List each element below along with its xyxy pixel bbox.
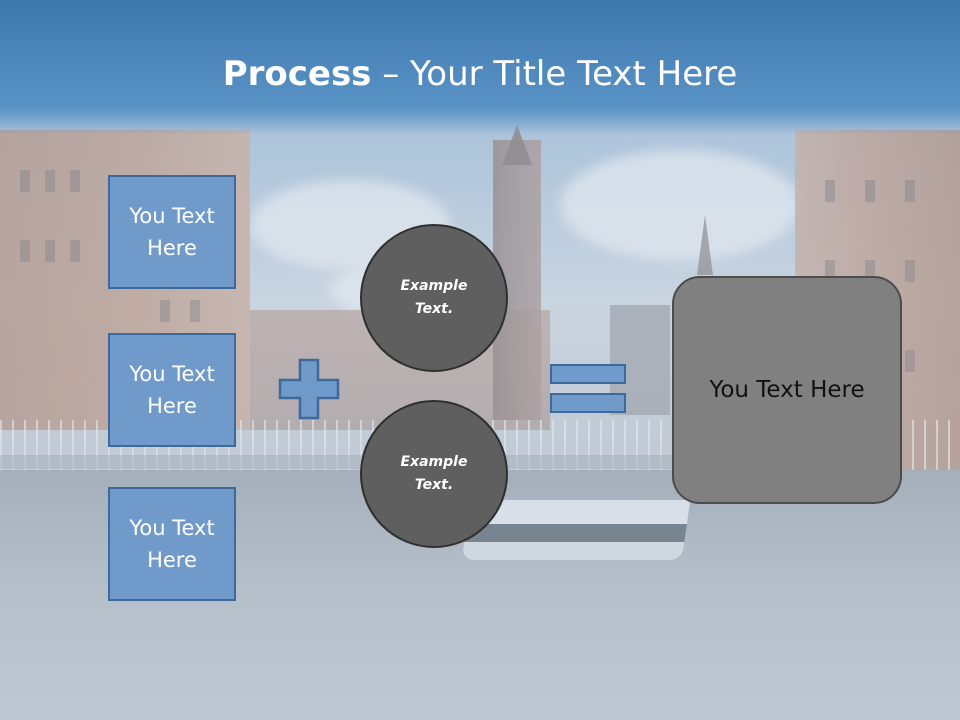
slide-title[interactable]: Process – Your Title Text Here bbox=[0, 52, 960, 96]
title-bar: Process – Your Title Text Here bbox=[0, 0, 960, 135]
bridge-deck bbox=[0, 455, 700, 469]
text-box-2-label: You Text Here bbox=[129, 362, 215, 418]
example-circle-1-label: Example Text. bbox=[400, 278, 468, 317]
title-bold: Process bbox=[222, 54, 372, 94]
example-circle-2-label: Example Text. bbox=[400, 454, 468, 493]
text-box-2[interactable]: You Text Here bbox=[108, 333, 236, 447]
cloud bbox=[560, 150, 800, 260]
result-box[interactable]: You Text Here bbox=[672, 276, 902, 504]
example-circle-1[interactable]: Example Text. bbox=[360, 224, 508, 372]
title-rest: – Your Title Text Here bbox=[371, 54, 738, 94]
equals-icon-bottom-bar[interactable] bbox=[550, 393, 626, 413]
text-box-3[interactable]: You Text Here bbox=[108, 487, 236, 601]
example-circle-2[interactable]: Example Text. bbox=[360, 400, 508, 548]
text-box-1[interactable]: You Text Here bbox=[108, 175, 236, 289]
text-box-3-label: You Text Here bbox=[129, 516, 215, 572]
distant-spire bbox=[697, 215, 713, 275]
result-box-label: You Text Here bbox=[709, 377, 865, 403]
plus-icon[interactable] bbox=[278, 358, 340, 420]
equals-icon-top-bar[interactable] bbox=[550, 364, 626, 384]
text-box-1-label: You Text Here bbox=[129, 204, 215, 260]
